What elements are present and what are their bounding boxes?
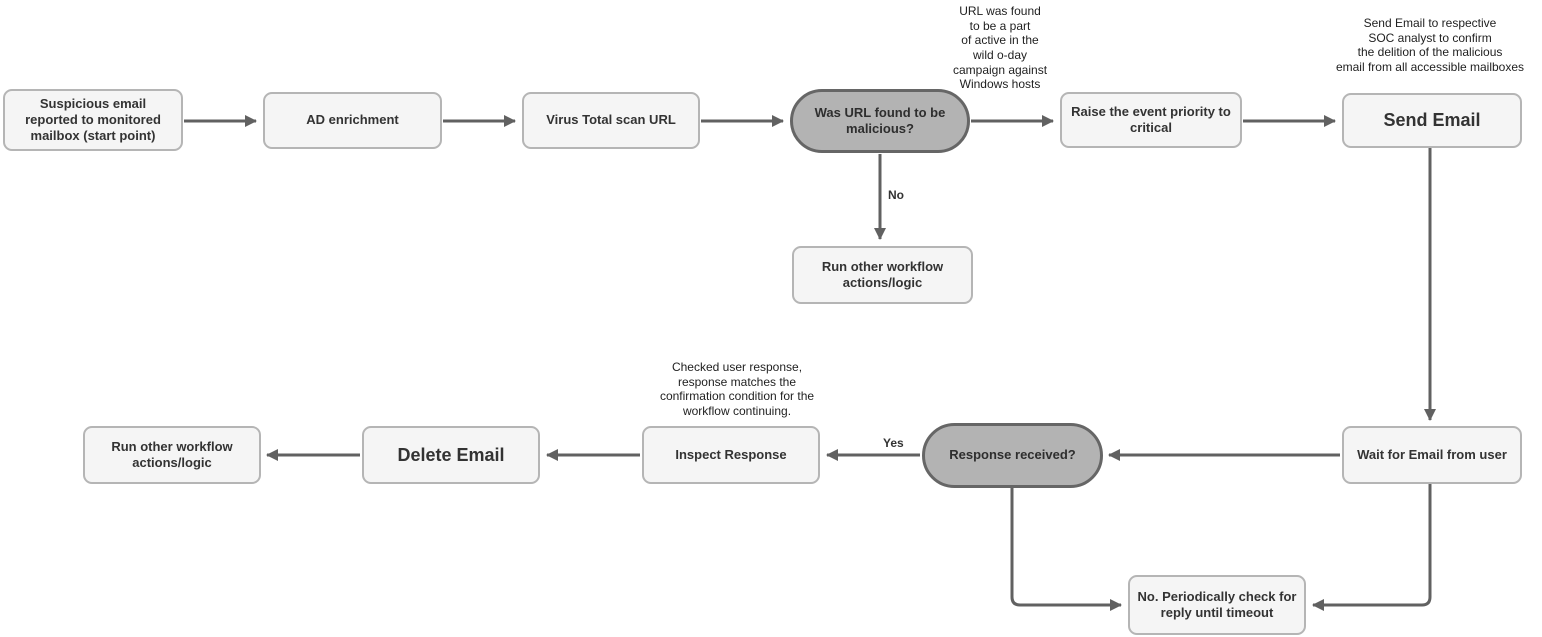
node-run-other-workflow-bottom: Run other workflow actions/logic (83, 426, 261, 484)
annotation-inspect-note: Checked user response, response matches … (659, 360, 815, 418)
node-decision-url-malicious: Was URL found to be malicious? (790, 89, 970, 153)
node-decision-response-received: Response received? (922, 423, 1103, 488)
annotation-url-campaign: URL was found to be a part of active in … (952, 4, 1048, 92)
node-run-other-workflow-top: Run other workflow actions/logic (792, 246, 973, 304)
edge-response-decision-to-periodic-check (1010, 488, 1122, 611)
node-send-email: Send Email (1342, 93, 1522, 148)
node-delete-email: Delete Email (362, 426, 540, 484)
edge-label-no: No (886, 188, 906, 202)
edge-label-yes: Yes (881, 436, 906, 450)
node-ad-enrichment: AD enrichment (263, 92, 442, 149)
node-wait-for-email: Wait for Email from user (1342, 426, 1522, 484)
annotation-send-email-note: Send Email to respective SOC analyst to … (1335, 16, 1525, 74)
edge-wait-for-email-to-periodic-check (1312, 484, 1432, 611)
node-periodic-check: No. Periodically check for reply until t… (1128, 575, 1306, 635)
node-virus-total-scan: Virus Total scan URL (522, 92, 700, 149)
node-inspect-response: Inspect Response (642, 426, 820, 484)
node-raise-priority: Raise the event priority to critical (1060, 92, 1242, 148)
node-start: Suspicious email reported to monitored m… (3, 89, 183, 151)
